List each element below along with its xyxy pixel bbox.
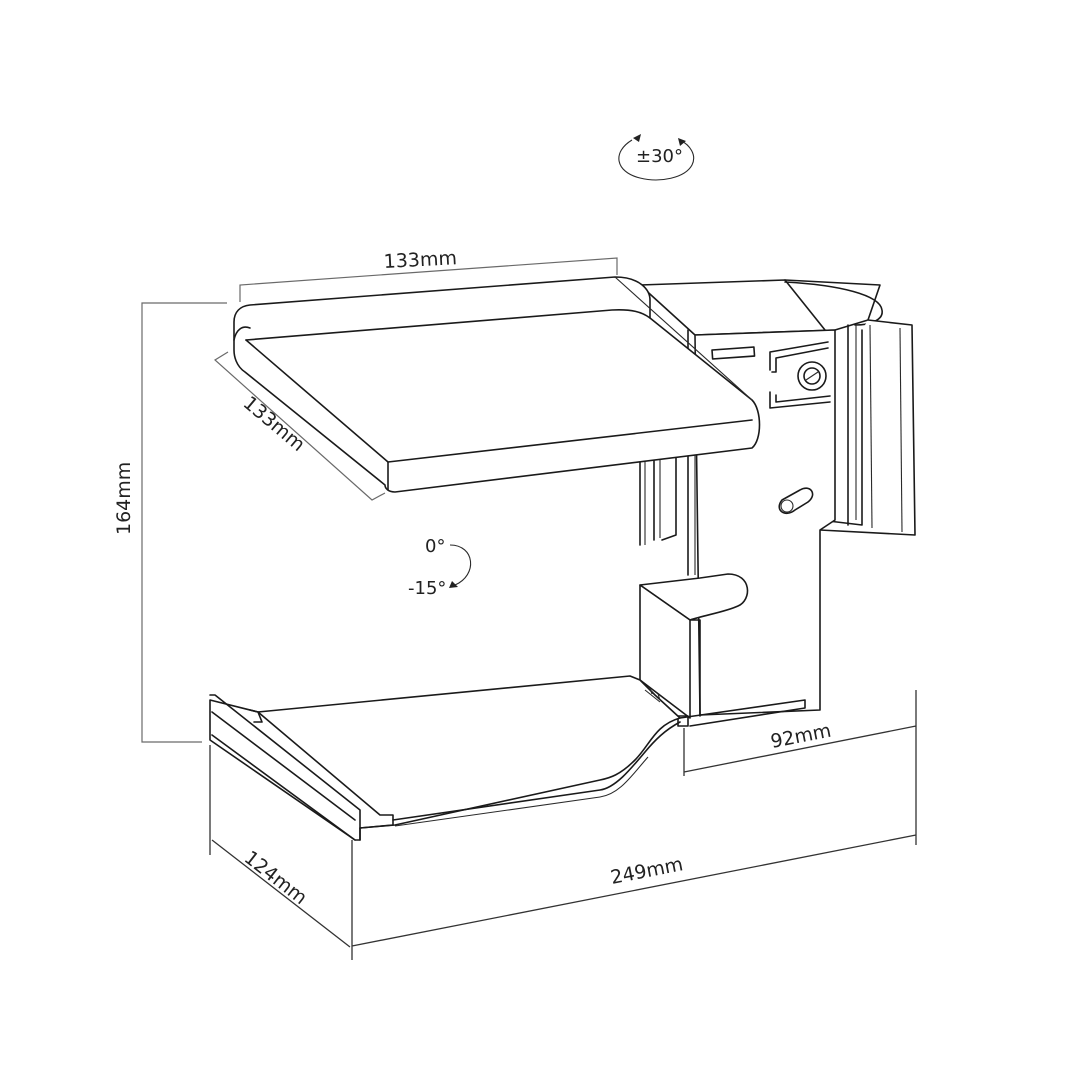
curved-arrow-tilt-icon: [449, 544, 472, 588]
rotate-both-directions-icon: [618, 134, 695, 181]
base-depth-label: 124mm: [240, 847, 311, 909]
tilt-top-angle-label: 0°: [425, 536, 445, 557]
total-height-label: 164mm: [113, 462, 135, 535]
bottom-tray: [209, 675, 681, 841]
shelf-width-label: 133mm: [383, 247, 457, 273]
tilt-bottom-angle-label: -15°: [408, 578, 446, 599]
dimension-shelf-width: 133mm: [239, 247, 618, 302]
total-length-label: 249mm: [609, 853, 685, 889]
tilt-indicator: 0° -15°: [408, 536, 472, 599]
dimension-total-length: 249mm: [351, 834, 917, 960]
arm-depth-label: 92mm: [769, 720, 833, 753]
top-shelf: [233, 276, 761, 493]
swivel-indicator: ±30°: [618, 134, 695, 181]
swivel-angle-label: ±30°: [636, 146, 683, 167]
dimension-total-height: 164mm: [113, 302, 227, 743]
